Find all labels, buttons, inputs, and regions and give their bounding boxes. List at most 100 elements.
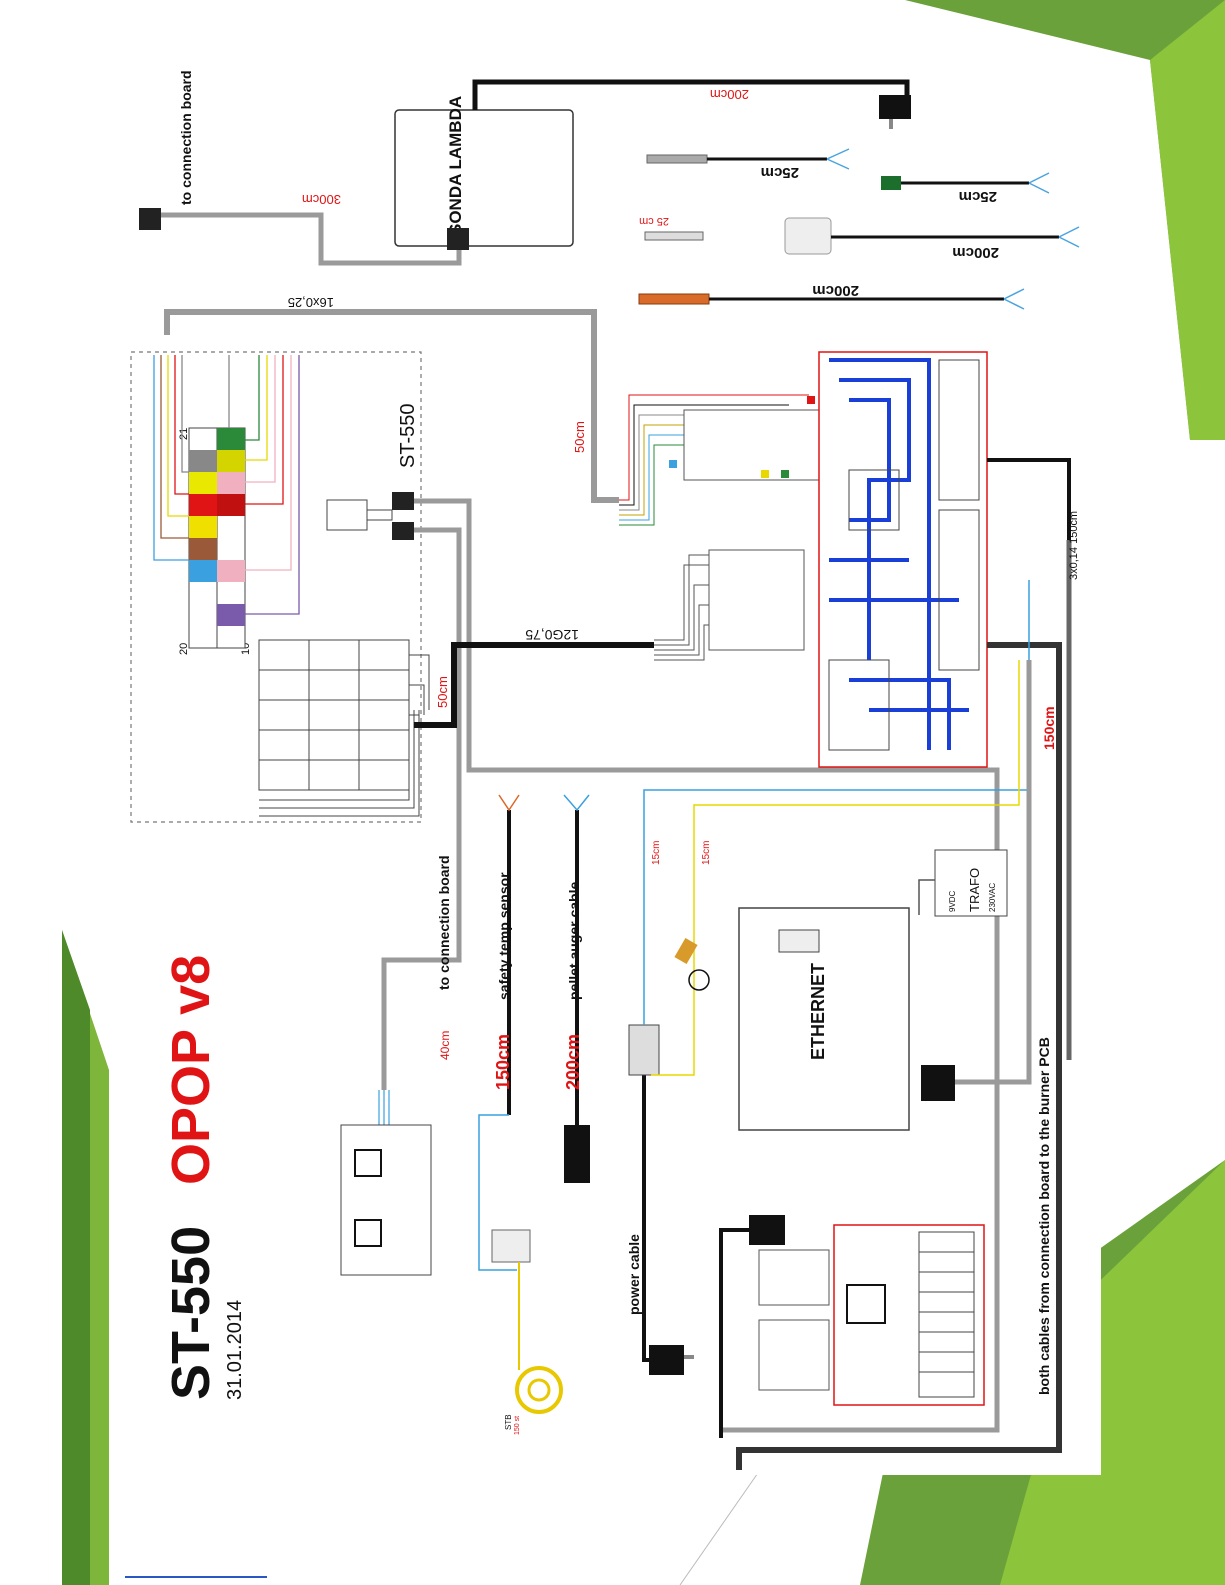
to-connection-board-label: to connection board [436, 855, 452, 990]
trafo-cable [918, 879, 935, 915]
wire-bundle-st550 [153, 355, 300, 615]
length-15cm-a: 15cm [651, 841, 662, 865]
cable-label-3x014: 3x0,14 150cm [1068, 511, 1080, 580]
num-20: 20 [178, 643, 190, 655]
sensor-wires-2 [1028, 172, 1050, 194]
green-band-left-dark [62, 930, 90, 1585]
terminal-block-16 [683, 409, 825, 481]
t-adapter-icon [326, 499, 368, 531]
power-terminal-block [258, 639, 410, 791]
both-cables-label: both cables from connection board to the… [1036, 1037, 1052, 1395]
gray-cable-to-socket [381, 527, 462, 1090]
st550-module-frame [130, 351, 422, 823]
burner-pcb-relays [828, 359, 980, 751]
length-200cm-top: 200cm [710, 87, 749, 102]
pellet-auger-cable-label: pellet auger cable [566, 882, 582, 1000]
terminal-strip [188, 427, 246, 649]
length-15cm-b: 15cm [701, 841, 712, 865]
socket-wires [378, 1090, 390, 1125]
cable-150cm-main [736, 642, 1062, 1470]
cable-label-16x025: 16x0,25 [288, 295, 334, 310]
power-plug-pin-icon [684, 1355, 694, 1359]
pin-red-icon [807, 396, 815, 404]
relay-block-2 [758, 1319, 830, 1391]
pin-blue-icon [669, 460, 677, 468]
length-50cm-a: 50cm [572, 421, 587, 453]
power-terminal-grid [259, 640, 409, 790]
ethernet-connector-icon [921, 1065, 955, 1101]
pin-green-icon [781, 470, 789, 478]
trafo-label: TRAFO [967, 868, 982, 912]
ethernet-label: ETHERNET [808, 963, 828, 1060]
connection-board [833, 1224, 985, 1406]
safety-sensor-wires [498, 794, 520, 812]
st550-label: ST-550 [397, 404, 419, 468]
cable-16x025 [164, 309, 619, 503]
connection-board-chip-icon [846, 1284, 886, 1324]
power-cable [642, 1075, 669, 1362]
temp-probe-orange [638, 293, 710, 305]
length-150cm-a: 150cm [493, 1034, 513, 1090]
ground-symbol-icon [688, 969, 710, 991]
socket-port-2-icon [354, 1219, 382, 1247]
num-21: 21 [178, 428, 190, 440]
trafo-in: 230VAC [988, 883, 997, 912]
ethernet-board [738, 907, 910, 1131]
title-date: 31.01.2014 [224, 1300, 246, 1400]
title-product: OPOP v8 [161, 955, 221, 1185]
t-adapter-stem-icon [366, 509, 393, 521]
length-25cm-b: 25cm [959, 188, 997, 205]
temp-probe-2 [644, 231, 704, 241]
power-terminal-wires [259, 654, 430, 817]
decor-line [679, 1469, 761, 1585]
earth-clamp-icon [674, 937, 698, 965]
stb-label: STB [504, 1414, 513, 1430]
pin-yellow-icon [761, 470, 769, 478]
trafo-box [934, 849, 1008, 917]
connector-icon-b [447, 228, 469, 250]
power-cable-label: power cable [626, 1234, 642, 1315]
length-200cm-b: 200cm [952, 244, 999, 261]
relay-block-1 [758, 1249, 830, 1306]
sonda-lambda-label: SONDA LAMBDA [446, 96, 465, 235]
length-150cm-b: 150cm [1041, 706, 1057, 750]
power-plug-icon [649, 1345, 684, 1375]
footer-link-underline [125, 1576, 267, 1578]
lambda-plug-pin-icon [889, 119, 893, 129]
length-300cm: 300cm [302, 192, 341, 207]
sensor-wires-3 [1058, 226, 1080, 248]
green-corner-top-light [1150, 0, 1225, 440]
length-40cm: 40cm [438, 1031, 452, 1060]
junction-box-icon [784, 217, 832, 255]
title-main: ST-550 [161, 1226, 221, 1400]
line-filter-icon [628, 1024, 660, 1076]
cable-label-12g075: 12G0,75 [525, 627, 579, 643]
safety-temp-sensor-label: safety temp sensor [496, 872, 512, 1000]
filter-wire-yellow [651, 660, 1020, 1076]
green-corner-bottom-light [1000, 1160, 1225, 1585]
ethernet-to-burner [955, 660, 1032, 1085]
length-200cm-d: 200cm [563, 1034, 583, 1090]
sensor-wires-4 [1003, 288, 1025, 310]
stb-coil-icon [515, 1366, 563, 1414]
pellet-auger-wires [563, 794, 590, 812]
socket-port-1-icon [354, 1149, 382, 1177]
trafo-out: 9VDC [948, 890, 957, 912]
burner-pcb-traces [829, 358, 969, 750]
length-200cm-c: 200cm [812, 282, 859, 299]
fan-out-16 [619, 394, 809, 526]
length-50cm-b: 50cm [435, 676, 450, 708]
stb-coil-inner-icon [527, 1378, 551, 1402]
pellet-auger-plug-icon [564, 1125, 590, 1183]
sonda-lambda-box [394, 109, 574, 247]
wiring-diagram-sheet: ST-550 OPOP v8 31.01.2014 SONDA LAMBDA 2… [109, 60, 1101, 1475]
sensor-green-icon [881, 176, 901, 190]
length-25cm-small: 25 cm [639, 215, 669, 227]
rj-connector-icon-1 [392, 492, 414, 510]
temp-sensor-probe-1 [646, 154, 708, 164]
rj-connector-icon-2 [392, 522, 414, 540]
cable-3x014 [987, 458, 1071, 540]
safety-sensor-to-stb [478, 1114, 517, 1271]
double-socket [340, 1124, 432, 1276]
cable-to-connection-board [719, 1228, 785, 1438]
